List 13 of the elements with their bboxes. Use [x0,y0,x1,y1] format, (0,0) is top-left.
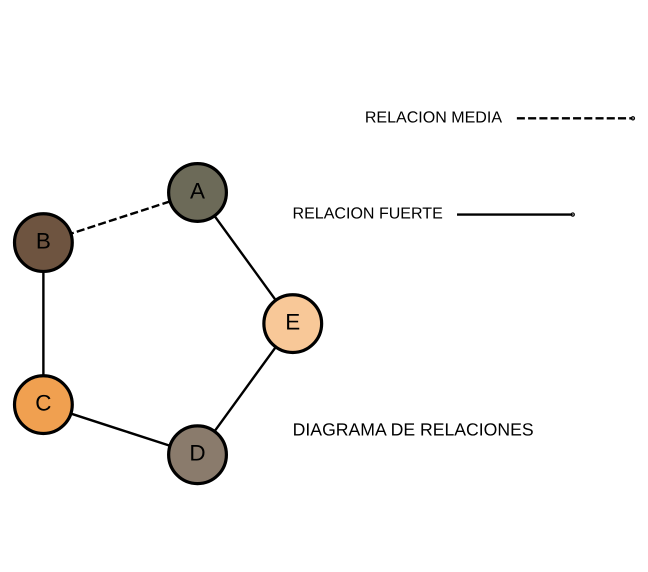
legend-label: RELACION FUERTE [292,204,443,222]
connector [70,200,170,234]
connector [70,412,170,446]
connector [214,346,277,432]
connector [42,271,45,376]
label: DIAGRAMA DE RELACIONES [292,419,534,440]
node-circle: D [167,424,228,485]
node-circle: A [167,162,228,222]
connector [214,214,277,300]
node-circle: C [12,374,74,435]
legend-label: RELACION MEDIA [364,108,502,126]
node-circle: E [262,292,324,354]
node-circle: B [12,212,74,273]
